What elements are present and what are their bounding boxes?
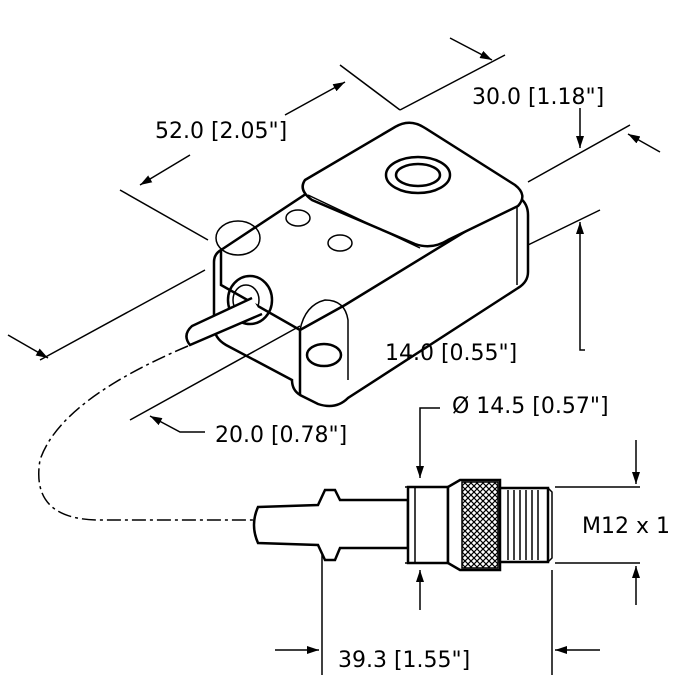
connector-diameter-label: Ø 14.5 [0.57"] (452, 394, 609, 419)
length-dimension-label: 52.0 [2.05"] (155, 119, 287, 144)
width-dimension-label: 30.0 [1.18"] (472, 85, 604, 110)
cable-offset-dimension-label: 20.0 [0.78"] (215, 423, 347, 448)
connector-length-label: 39.3 [1.55"] (338, 648, 470, 673)
cable-path (38, 345, 255, 521)
dimension-lines (7, 37, 661, 675)
m12-connector (252, 478, 553, 572)
height-dimension-label: 14.0 [0.55"] (385, 341, 517, 366)
sensor-body (185, 121, 530, 408)
thread-label: M12 x 1 (582, 514, 670, 539)
